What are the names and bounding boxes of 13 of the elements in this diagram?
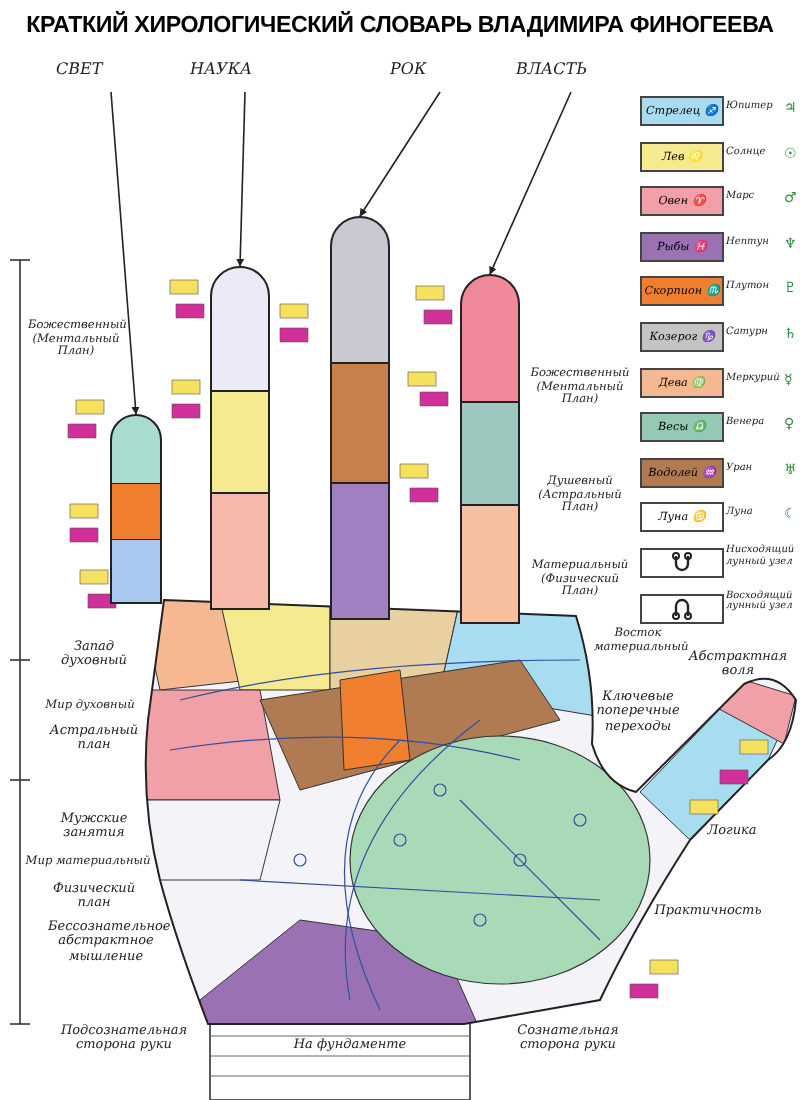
arrow — [359, 91, 441, 217]
finger-drawing — [210, 266, 270, 610]
finger-drawing — [460, 274, 520, 624]
column-heading: ВЛАСТЬ — [516, 60, 626, 88]
column-heading: НАУКА — [190, 60, 300, 88]
title: КРАТКИЙ ХИРОЛОГИЧЕСКИЙ СЛОВАРЬ ВЛАДИМИРА ФИНОГЕЕВА — [24, 12, 776, 38]
column-heading: СВЕТ — [56, 60, 166, 88]
arrow — [110, 91, 140, 415]
column-heading: РОК — [390, 60, 490, 88]
arrow — [489, 91, 572, 275]
finger-drawing — [110, 414, 162, 604]
finger-drawing — [330, 216, 390, 620]
arrow — [236, 91, 246, 267]
